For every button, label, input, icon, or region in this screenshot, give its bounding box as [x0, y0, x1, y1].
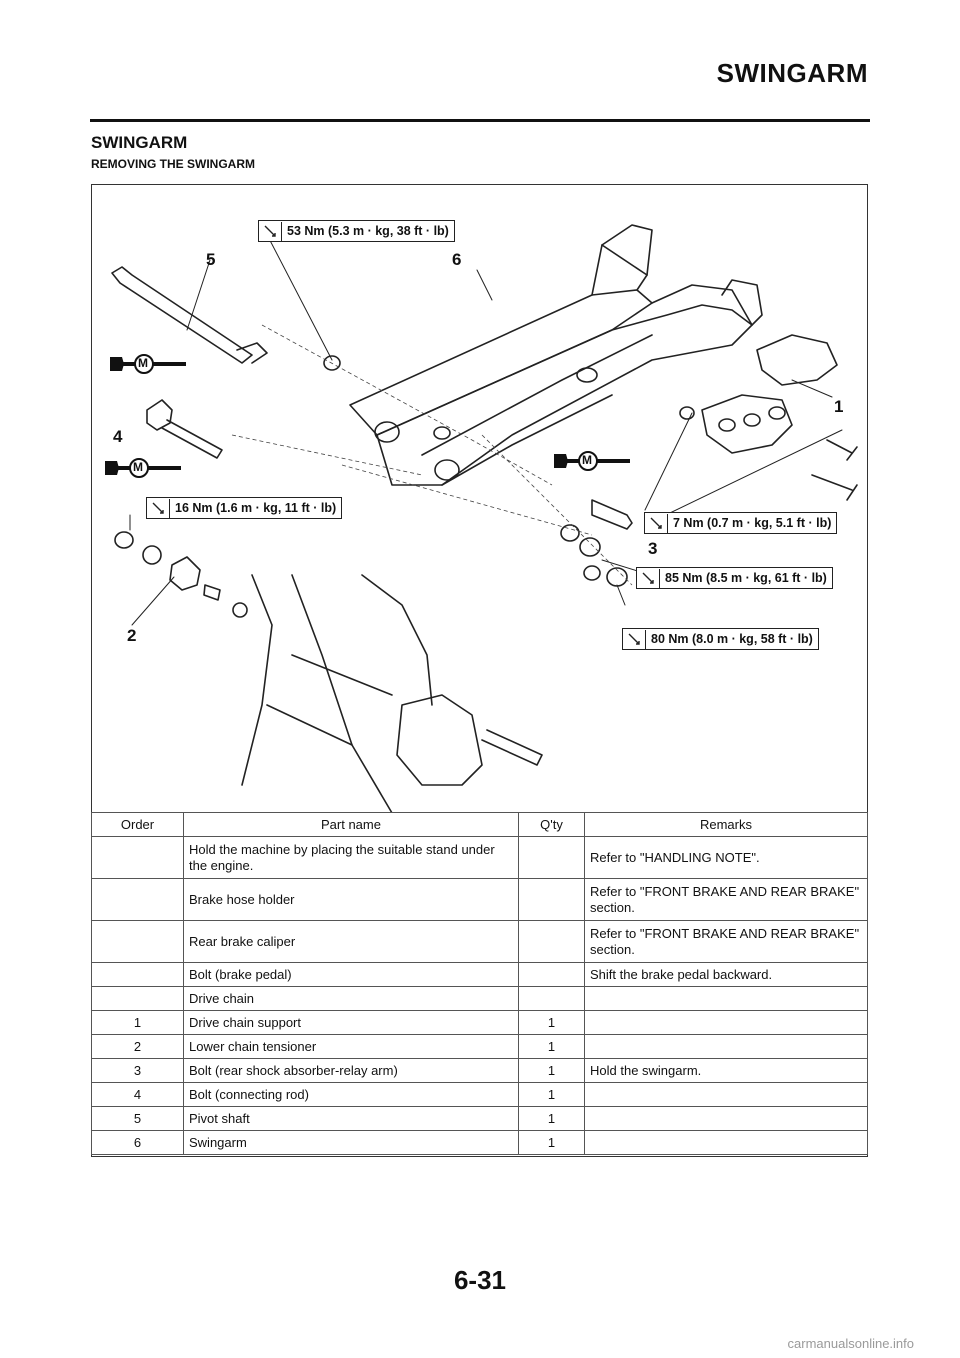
torque-wrench-icon	[147, 498, 170, 518]
header-part-name: Part name	[183, 812, 519, 837]
callout-1: 1	[834, 397, 844, 416]
table-row: Drive chain	[91, 986, 868, 1011]
cell-order	[91, 836, 184, 879]
cell-order: 3	[91, 1058, 184, 1083]
cell-qty	[518, 878, 585, 921]
torque-value: 16 Nm (1.6 m · kg, 11 ft · lb)	[175, 501, 337, 515]
torque-value: 85 Nm (8.5 m · kg, 61 ft · lb)	[665, 571, 827, 585]
table-row: Bolt (brake pedal) Shift the brake pedal…	[91, 962, 868, 987]
callout-4: 4	[113, 427, 123, 446]
torque-label-pivot-nut: 53 Nm (5.3 m · kg, 38 ft · lb)	[258, 220, 455, 242]
cell-part: Drive chain support	[183, 1010, 519, 1035]
table-row: 4 Bolt (connecting rod) 1	[91, 1082, 868, 1107]
torque-label-chain-support: 7 Nm (0.7 m · kg, 5.1 ft · lb)	[644, 512, 838, 534]
cell-qty: 1	[518, 1010, 585, 1035]
cell-qty: 1	[518, 1082, 585, 1107]
cell-qty: 1	[518, 1058, 585, 1083]
torque-wrench-icon	[637, 568, 660, 588]
callout-3: 3	[648, 539, 658, 558]
table-row: Brake hose holder Refer to "FRONT BRAKE …	[91, 878, 868, 921]
cell-part: Rear brake caliper	[183, 920, 519, 963]
header-remarks: Remarks	[584, 812, 868, 837]
cell-order	[91, 920, 184, 963]
cell-part: Drive chain	[183, 986, 519, 1011]
cell-part: Bolt (rear shock absorber-relay arm)	[183, 1058, 519, 1083]
cell-qty: 1	[518, 1106, 585, 1131]
cell-qty	[518, 986, 585, 1011]
cell-order	[91, 962, 184, 987]
header-order: Order	[91, 812, 184, 837]
cell-part: Swingarm	[183, 1130, 519, 1155]
cell-qty	[518, 920, 585, 963]
callout-2: 2	[127, 626, 137, 645]
cell-remarks	[584, 1082, 868, 1107]
table-row: Hold the machine by placing the suitable…	[91, 836, 868, 879]
cell-remarks: Refer to "HANDLING NOTE".	[584, 836, 868, 879]
torque-wrench-icon	[623, 629, 646, 649]
site-watermark[interactable]: carmanualsonline.info	[787, 1336, 914, 1351]
torque-label-chain-tensioner: 16 Nm (1.6 m · kg, 11 ft · lb)	[146, 497, 343, 519]
torque-label-relay-arm-nut: 80 Nm (8.0 m · kg, 58 ft · lb)	[622, 628, 819, 650]
swingarm-exploded-diagram	[111, 224, 858, 813]
cell-part: Lower chain tensioner	[183, 1034, 519, 1059]
table-header-row: Order Part name Q'ty Remarks	[91, 812, 868, 837]
cell-qty: 1	[518, 1130, 585, 1155]
torque-value: 80 Nm (8.0 m · kg, 58 ft · lb)	[651, 632, 813, 646]
callout-5: 5	[206, 250, 216, 269]
cell-qty	[518, 962, 585, 987]
cell-remarks	[584, 1106, 868, 1131]
parts-table: Order Part name Q'ty Remarks Hold the ma…	[91, 812, 868, 1155]
cell-remarks: Refer to "FRONT BRAKE AND REAR BRAKE" se…	[584, 920, 868, 963]
header-qty: Q'ty	[518, 812, 585, 837]
cell-remarks	[584, 1010, 868, 1035]
grease-mark-letter: M	[582, 453, 592, 467]
cell-part: Bolt (brake pedal)	[183, 962, 519, 987]
cell-remarks	[584, 1034, 868, 1059]
cell-order: 5	[91, 1106, 184, 1131]
cell-part: Pivot shaft	[183, 1106, 519, 1131]
cell-remarks	[584, 986, 868, 1011]
grease-mark-letter: M	[138, 356, 148, 370]
cell-order: 4	[91, 1082, 184, 1107]
table-row: 6 Swingarm 1	[91, 1130, 868, 1155]
grease-mark-letter: M	[133, 460, 143, 474]
cell-qty: 1	[518, 1034, 585, 1059]
cell-part: Hold the machine by placing the suitable…	[183, 836, 519, 879]
cell-order: 1	[91, 1010, 184, 1035]
table-row: 5 Pivot shaft 1	[91, 1106, 868, 1131]
grease-mark-icon: M	[103, 457, 183, 479]
torque-value: 53 Nm (5.3 m · kg, 38 ft · lb)	[287, 224, 449, 238]
callout-6: 6	[452, 250, 462, 269]
cell-remarks: Shift the brake pedal backward.	[584, 962, 868, 987]
cell-part: Bolt (connecting rod)	[183, 1082, 519, 1107]
torque-wrench-icon	[645, 513, 668, 533]
table-row: 3 Bolt (rear shock absorber-relay arm) 1…	[91, 1058, 868, 1083]
grease-mark-icon: M	[552, 450, 632, 472]
cell-part: Brake hose holder	[183, 878, 519, 921]
cell-order: 2	[91, 1034, 184, 1059]
torque-wrench-icon	[259, 221, 282, 241]
grease-mark-icon: M	[108, 353, 188, 375]
cell-order	[91, 878, 184, 921]
table-row: Rear brake caliper Refer to "FRONT BRAKE…	[91, 920, 868, 963]
cell-order: 6	[91, 1130, 184, 1155]
page-number: 6-31	[453, 1265, 507, 1295]
table-row: 2 Lower chain tensioner 1	[91, 1034, 868, 1059]
table-row: 1 Drive chain support 1	[91, 1010, 868, 1035]
section-subtitle: REMOVING THE SWINGARM	[91, 157, 255, 171]
cell-order	[91, 986, 184, 1011]
cell-remarks: Refer to "FRONT BRAKE AND REAR BRAKE" se…	[584, 878, 868, 921]
cell-qty	[518, 836, 585, 879]
figure-frame	[91, 184, 868, 1157]
header-rule	[90, 119, 870, 122]
cell-remarks	[584, 1130, 868, 1155]
torque-label-pivot-shaft-nut: 85 Nm (8.5 m · kg, 61 ft · lb)	[636, 567, 833, 589]
section-title: SWINGARM	[91, 133, 188, 152]
page-header-title: SWINGARM	[716, 58, 868, 88]
cell-remarks: Hold the swingarm.	[584, 1058, 868, 1083]
torque-value: 7 Nm (0.7 m · kg, 5.1 ft · lb)	[673, 516, 832, 530]
